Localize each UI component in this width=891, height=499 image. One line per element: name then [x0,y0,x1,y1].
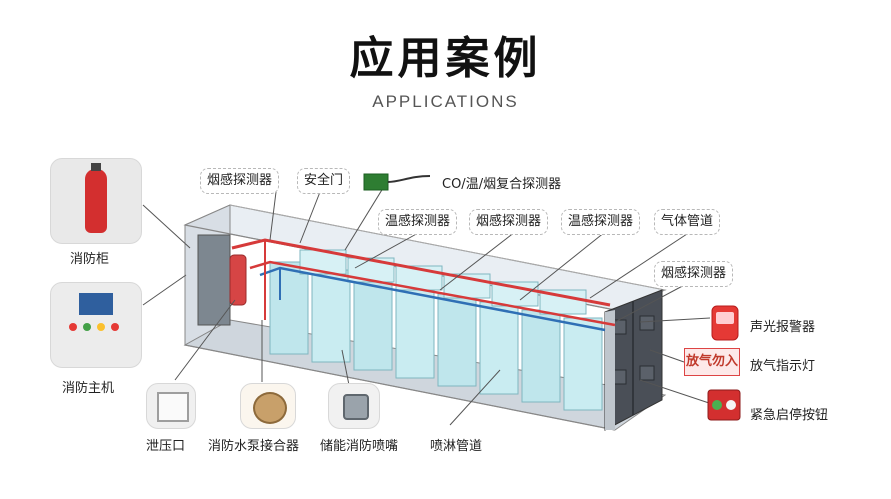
battery-racks [269,249,603,411]
pressure-vent-image [146,383,196,429]
callout-safety-door: 安全门 [297,168,351,194]
callout-gas-pipe: 气体管道 [654,209,721,235]
emergency-button-label: 紧急启停按钮 [750,408,829,423]
pump-connector-image [240,383,296,429]
alarm-label: 声光报警器 [750,320,816,335]
pressure-vent-label: 泄压口 [146,439,186,454]
discharge-light-label: 放气指示灯 [750,359,816,374]
page-subtitle: APPLICATIONS [372,92,519,111]
fire-host-image [50,282,142,368]
emergency-button-device [707,389,741,421]
pump-connector-label: 消防水泵接合器 [208,439,300,454]
callout-temp-detector-2: 温感探测器 [561,209,641,235]
co-detector-module [363,173,389,191]
fire-extinguisher-cylinder [229,254,247,306]
callout-smoke-detector-3: 烟感探测器 [654,261,734,287]
pipes [231,238,616,332]
fire-cabinet-label: 消防柜 [70,252,110,267]
callout-co-detector: CO/温/烟复合探测器 [442,177,562,192]
safety-door-shape [197,234,231,326]
storage-nozzle-image [328,383,380,429]
callout-smoke-detector-2: 烟感探测器 [469,209,549,235]
discharge-sign: 放气勿入 [684,348,740,376]
fire-host-label: 消防主机 [62,381,115,396]
callout-smoke-detector-top: 烟感探测器 [200,168,280,194]
page-title: 应用案例 [349,33,542,84]
sprinkler-pipe-label: 喷淋管道 [430,439,483,454]
storage-nozzle-label: 储能消防喷嘴 [320,439,399,454]
leader-lines [142,179,713,426]
callout-temp-detector-1: 温感探测器 [378,209,458,235]
fire-cabinet-image [50,158,142,244]
